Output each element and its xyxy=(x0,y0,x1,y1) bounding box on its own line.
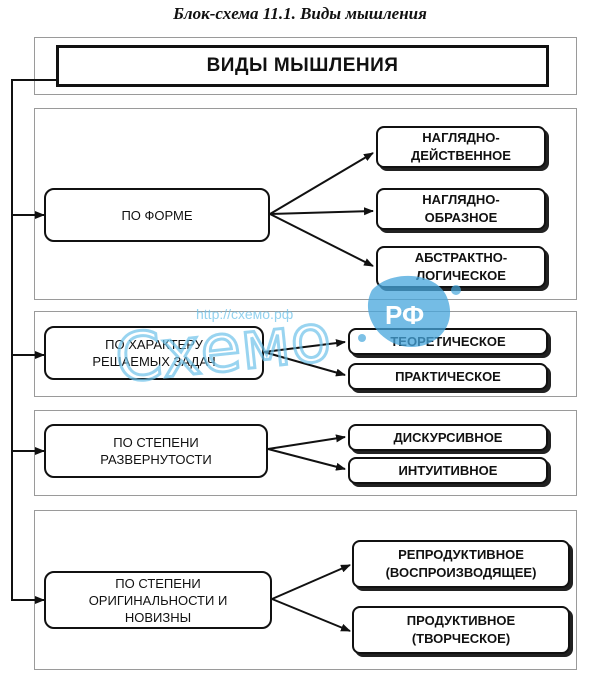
type-box-visual-figurative: НАГЛЯДНО- ОБРАЗНОЕ xyxy=(376,188,546,230)
type-label: ИНТУИТИВНОЕ xyxy=(398,462,498,478)
type-label: ПРАКТИЧЕСКОЕ xyxy=(395,368,501,384)
criterion-label: ПО ФОРМЕ xyxy=(121,207,193,223)
criterion-label: ПО СТЕПЕНИ РАЗВЕРНУТОСТИ xyxy=(100,435,212,467)
criterion-box-form: ПО ФОРМЕ xyxy=(44,188,270,242)
group-frame-form xyxy=(34,108,577,300)
type-label: ТЕОРЕТИЧЕСКОЕ xyxy=(390,333,506,349)
type-box-abstract-logical: АБСТРАКТНО- ЛОГИЧЕСКОЕ xyxy=(376,246,546,288)
type-label: РЕПРОДУКТИВНОЕ (ВОСПРОИЗВОДЯЩЕЕ) xyxy=(385,547,537,580)
type-box-productive: ПРОДУКТИВНОЕ (ТВОРЧЕСКОЕ) xyxy=(352,606,570,654)
criterion-box-extent: ПО СТЕПЕНИ РАЗВЕРНУТОСТИ xyxy=(44,424,268,478)
type-box-intuitive: ИНТУИТИВНОЕ xyxy=(348,457,548,484)
arrow-form-to-abstract-logical xyxy=(269,213,374,267)
type-box-discursive: ДИСКУРСИВНОЕ xyxy=(348,424,548,451)
arrow-originality-to-productive xyxy=(271,598,351,632)
type-box-reproductive: РЕПРОДУКТИВНОЕ (ВОСПРОИЗВОДЯЩЕЕ) xyxy=(352,540,570,588)
outer-frame xyxy=(34,37,577,95)
arrow-extent-to-discursive xyxy=(267,434,346,450)
criterion-label: ПО ХАРАКТЕРУ РЕШАЕМЫХ ЗАДАЧ xyxy=(92,337,216,369)
type-box-practical: ПРАКТИЧЕСКОЕ xyxy=(348,363,548,390)
type-box-visual-action: НАГЛЯДНО- ДЕЙСТВЕННОЕ xyxy=(376,126,546,168)
arrow-tasks-to-theoretical xyxy=(263,339,346,353)
type-box-theoretical: ТЕОРЕТИЧЕСКОЕ xyxy=(348,328,548,355)
criterion-box-originality: ПО СТЕПЕНИ ОРИГИНАЛЬНОСТИ И НОВИЗНЫ xyxy=(44,571,272,629)
type-label: ПРОДУКТИВНОЕ (ТВОРЧЕСКОЕ) xyxy=(406,613,516,646)
arrow-extent-to-intuitive xyxy=(267,448,346,471)
type-label: ДИСКУРСИВНОЕ xyxy=(393,429,503,445)
group-frame-originality xyxy=(34,510,577,670)
arrow-form-to-visual-figurative xyxy=(269,207,374,216)
watermark-url: http://схемо.рф xyxy=(196,306,294,322)
arrow-form-to-visual-action xyxy=(269,152,374,215)
watermark-badge: РФ xyxy=(385,300,425,330)
type-label: АБСТРАКТНО- ЛОГИЧЕСКОЕ xyxy=(414,250,508,283)
arrow-tasks-to-practical xyxy=(263,351,346,377)
diagram-title: ВИДЫ МЫШЛЕНИЯ xyxy=(56,45,549,87)
type-label: НАГЛЯДНО- ДЕЙСТВЕННОЕ xyxy=(411,130,511,163)
criterion-label: ПО СТЕПЕНИ ОРИГИНАЛЬНОСТИ И НОВИЗНЫ xyxy=(88,575,228,625)
diagram-caption: Блок-схема 11.1. Виды мышления xyxy=(173,4,427,23)
criterion-box-tasks: ПО ХАРАКТЕРУ РЕШАЕМЫХ ЗАДАЧ xyxy=(44,326,264,380)
arrow-originality-to-reproductive xyxy=(271,564,351,600)
type-label: НАГЛЯДНО- ОБРАЗНОЕ xyxy=(422,192,500,225)
group-frame-extent xyxy=(34,410,577,496)
